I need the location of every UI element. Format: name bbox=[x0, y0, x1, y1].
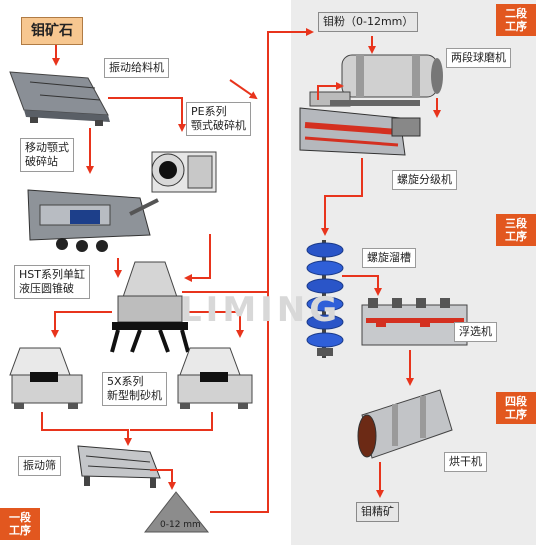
stage-three-tag: 三段 工序 bbox=[496, 214, 536, 246]
ball-mill-image bbox=[309, 54, 443, 107]
classifier-label: 螺旋分级机 bbox=[392, 170, 457, 190]
cone-crusher-image bbox=[110, 261, 190, 353]
pile-label: 0-12 mm bbox=[160, 520, 201, 530]
sand-maker-left-image bbox=[9, 347, 83, 409]
chute-label: 螺旋溜槽 bbox=[362, 248, 416, 268]
watermark: LIMING bbox=[180, 290, 342, 330]
arrow-chute-to-flotation bbox=[342, 275, 382, 296]
rotary-dryer-image bbox=[357, 389, 453, 459]
ore-title: 钼矿石 bbox=[21, 17, 83, 45]
stage-two-tag: 二段 工序 bbox=[496, 4, 536, 36]
spiral-chute-image bbox=[306, 240, 344, 358]
jaw-crusher-label: PE系列 颚式破碎机 bbox=[186, 102, 251, 136]
stockpile-image bbox=[143, 491, 210, 533]
spiral-classifier-image bbox=[299, 107, 421, 156]
arrow-jaw-to-cone bbox=[184, 234, 211, 282]
arrow-classifier-to-chute bbox=[321, 158, 363, 236]
arrow-sand-right-down bbox=[130, 412, 213, 431]
ball-mill-label: 两段球磨机 bbox=[446, 48, 511, 68]
arrow-sand-left-down bbox=[41, 412, 132, 446]
arrow-classifier-return bbox=[317, 82, 344, 100]
arrow-feeder-to-jaw bbox=[108, 97, 186, 132]
flotation-label: 浮选机 bbox=[454, 322, 497, 342]
mobile-crusher-label: 移动颚式 破碎站 bbox=[20, 138, 74, 172]
mobile-crusher-image bbox=[27, 189, 159, 252]
vibrating-screen-image bbox=[77, 445, 161, 488]
arrow-jaw-label bbox=[229, 79, 258, 100]
stage-four-tag: 四段 工序 bbox=[496, 392, 536, 424]
feeder-label: 振动给料机 bbox=[104, 58, 169, 78]
screen-label: 振动筛 bbox=[18, 456, 61, 476]
powder-label: 钼粉（0-12mm） bbox=[318, 12, 419, 32]
cone-crusher-label: HST系列单缸 液压圆锥破 bbox=[14, 265, 90, 299]
jaw-crusher-image bbox=[151, 151, 217, 193]
arrow-pile-to-stage2 bbox=[210, 28, 314, 513]
dryer-label: 烘干机 bbox=[444, 452, 487, 472]
stage-one-tag: 一段 工序 bbox=[0, 508, 40, 540]
arrow-cone-to-sand-left bbox=[51, 311, 112, 338]
product-label: 钼精矿 bbox=[356, 502, 399, 522]
sand-maker-right-image bbox=[177, 347, 253, 409]
arrow-cone-to-sand-right bbox=[188, 311, 244, 338]
flotation-machine-image bbox=[361, 298, 468, 346]
vibrating-feeder-image bbox=[9, 71, 110, 126]
arrow-screen-to-pile bbox=[150, 469, 176, 490]
sand-maker-label: 5X系列 新型制砂机 bbox=[102, 372, 167, 406]
